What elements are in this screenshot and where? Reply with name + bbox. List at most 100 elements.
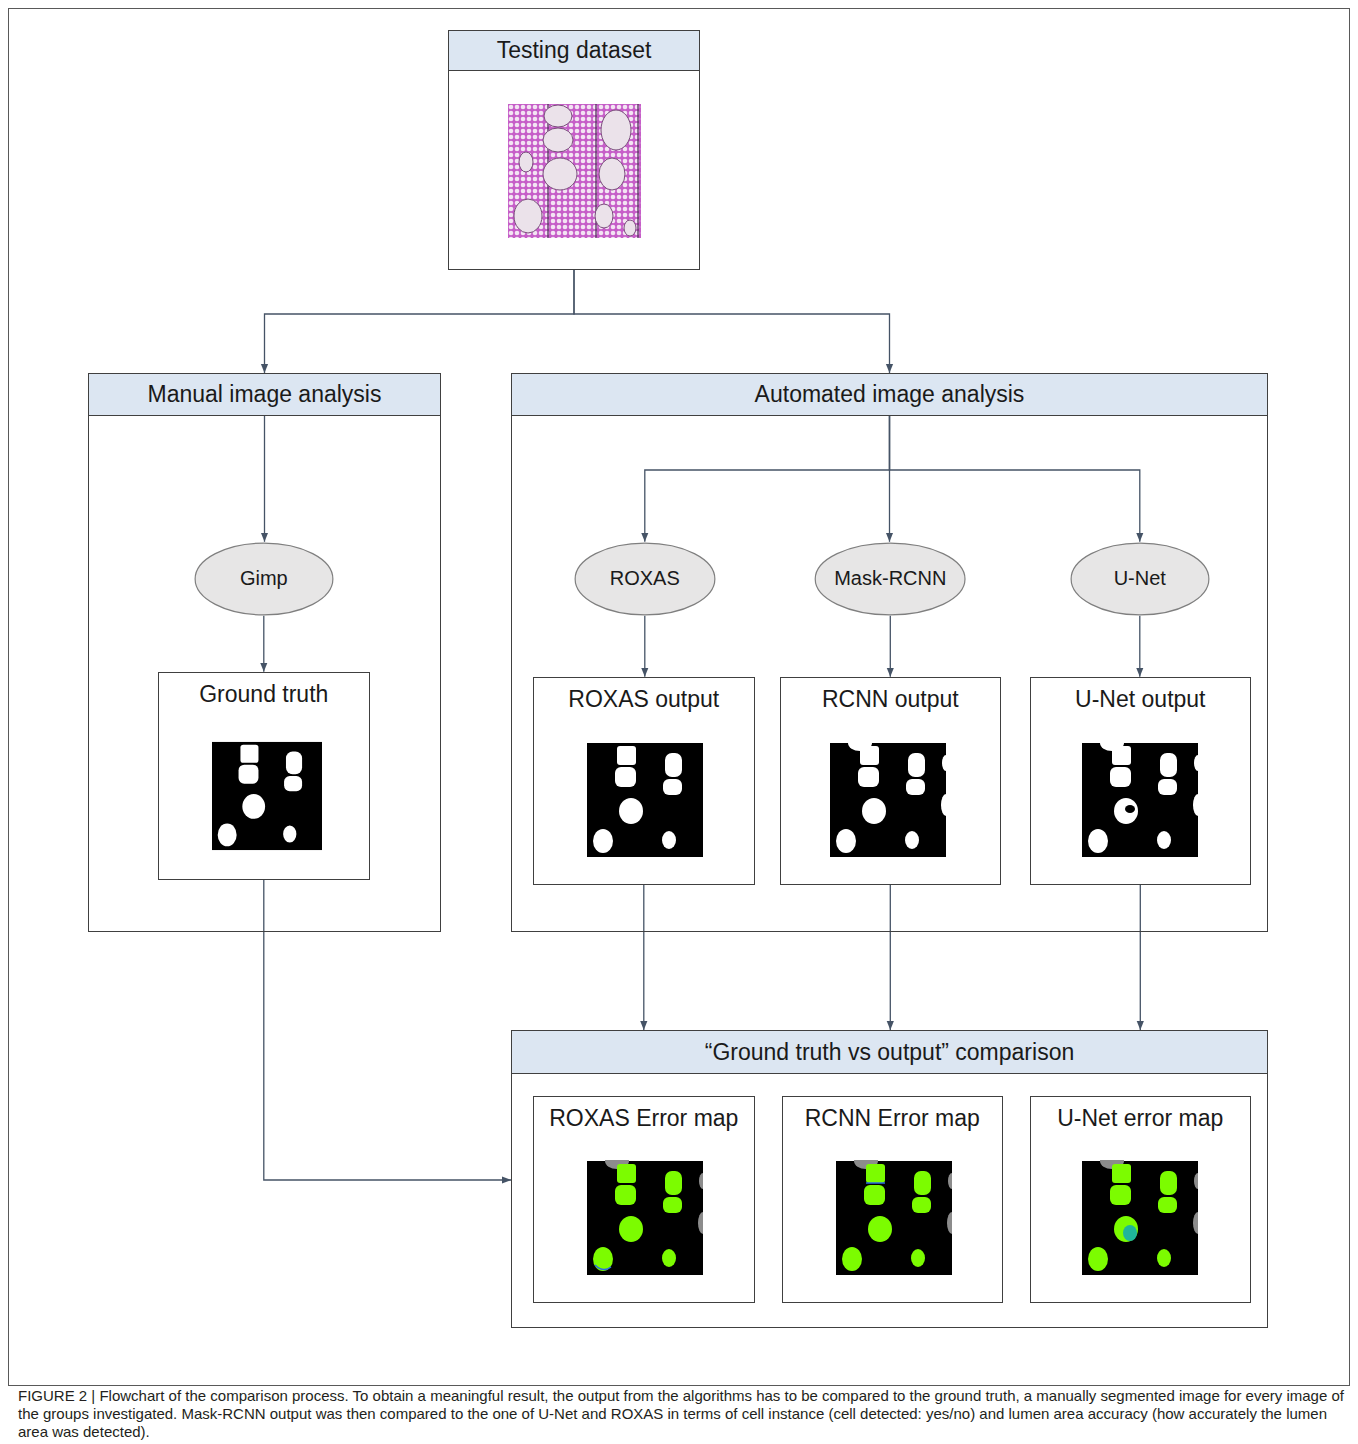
mask-ground [212, 742, 322, 850]
error-region [1123, 1225, 1137, 1241]
flow-arrow [1139, 616, 1140, 677]
matched-blobs [842, 1164, 931, 1271]
ellipse-label: Gimp [194, 542, 334, 616]
panel-box: “Ground truth vs output” comparisonROXAS… [511, 1030, 1268, 1328]
flow-arrow [265, 270, 575, 373]
mask-blobs [218, 745, 302, 846]
matched-blobs [593, 1164, 682, 1271]
flow-arrow [1140, 885, 1141, 1030]
cell-grid [508, 104, 641, 238]
panel-header: Testing dataset [449, 31, 699, 71]
node-text: “Ground truth vs output” comparison [705, 1039, 1074, 1066]
panel-box: Testing dataset [448, 30, 700, 270]
node-text: Mask-RCNN [834, 567, 946, 590]
error-edge [595, 1265, 611, 1270]
box-title: RCNN output [781, 678, 1000, 713]
node-text: ROXAS output [568, 686, 719, 713]
ellipse-shape [575, 543, 715, 615]
box-title: U-Net error map [1031, 1097, 1250, 1132]
roxas-error-map [587, 1153, 708, 1275]
node-text: U-Net output [1075, 686, 1205, 713]
error-edge [866, 1182, 885, 1184]
panel-header: Manual image analysis [89, 374, 440, 416]
rcnn-mask [830, 735, 951, 857]
flow-arrow [890, 885, 891, 1030]
flow-arrow [263, 616, 264, 672]
mask-ground [1082, 743, 1198, 857]
unet-mask [1082, 735, 1203, 857]
process-ellipse: Mask-RCNN [814, 542, 966, 616]
node-text: RCNN Error map [805, 1105, 980, 1132]
node-text: Manual image analysis [148, 381, 382, 408]
vessel [543, 158, 577, 190]
flow-arrow [890, 416, 1140, 542]
flow-arrow [890, 616, 891, 677]
output-box: U-Net error map [1030, 1096, 1251, 1303]
ellipse-shape [815, 543, 965, 615]
box-title: Ground truth [159, 673, 369, 708]
vessel [544, 105, 572, 127]
rcnn-error-map [836, 1153, 957, 1275]
mask-blobs [593, 746, 682, 853]
flow-arrow [264, 416, 265, 542]
vessel [519, 152, 533, 172]
output-box: RCNN output [780, 677, 1001, 885]
node-text: ROXAS Error map [549, 1105, 738, 1132]
box-title: RCNN Error map [783, 1097, 1002, 1132]
flow-arrow [643, 885, 644, 1030]
mask-ground [830, 743, 946, 857]
node-text: RCNN output [822, 686, 959, 713]
vessel [514, 199, 542, 233]
process-ellipse: U-Net [1070, 542, 1210, 616]
panel-header: “Ground truth vs output” comparison [512, 1031, 1267, 1074]
node-text: U-Net [1114, 567, 1166, 590]
flow-arrow [645, 416, 890, 542]
process-ellipse: Gimp [194, 542, 334, 616]
mask-ground [587, 743, 703, 857]
output-box: ROXAS output [533, 677, 755, 885]
node-text: ROXAS [610, 567, 680, 590]
map-ground [1082, 1161, 1198, 1275]
figure-frame [9, 9, 1350, 1386]
ellipse-shape [195, 543, 333, 615]
ellipse-label: U-Net [1070, 542, 1210, 616]
box-title: ROXAS output [534, 678, 754, 713]
mask-blobs [1088, 746, 1177, 853]
flow-arrow [644, 616, 645, 677]
mask-hole [1125, 805, 1135, 813]
ellipse-shape [1071, 543, 1209, 615]
vessel [624, 220, 636, 236]
node-text: Gimp [240, 567, 288, 590]
figure-caption: FIGURE 2 | Flowchart of the comparison p… [18, 1387, 1344, 1441]
vessel [595, 204, 613, 228]
box-title: U-Net output [1031, 678, 1250, 713]
panel-box: Automated image analysisROXAS Mask-RCNN U-… [511, 373, 1268, 932]
ellipse-label: Mask-RCNN [814, 542, 966, 616]
ellipse-label: ROXAS [574, 542, 716, 616]
panel-box: Manual image analysisGimpGround truth [88, 373, 441, 932]
vessel [599, 158, 625, 190]
node-text: Testing dataset [497, 37, 652, 64]
flow-arrow [574, 270, 890, 373]
panel-header: Automated image analysis [512, 374, 1267, 416]
vessel [543, 128, 573, 152]
unet-error-map [1082, 1153, 1203, 1275]
vessel [601, 110, 631, 150]
caption-text: FIGURE 2 | Flowchart of the comparison p… [18, 1387, 1344, 1440]
node-text: U-Net error map [1057, 1105, 1223, 1132]
flow-arrow [264, 880, 511, 1180]
output-box: ROXAS Error map [533, 1096, 755, 1303]
output-box: Ground truth [158, 672, 370, 880]
map-ground [587, 1161, 703, 1275]
vessels [514, 105, 636, 236]
node-text: Automated image analysis [755, 381, 1025, 408]
node-text: Ground truth [199, 681, 328, 708]
output-box: U-Net output [1030, 677, 1251, 885]
process-ellipse: ROXAS [574, 542, 716, 616]
map-ground [836, 1161, 952, 1275]
micrograph [508, 104, 641, 238]
ground-truth-mask [212, 742, 322, 850]
